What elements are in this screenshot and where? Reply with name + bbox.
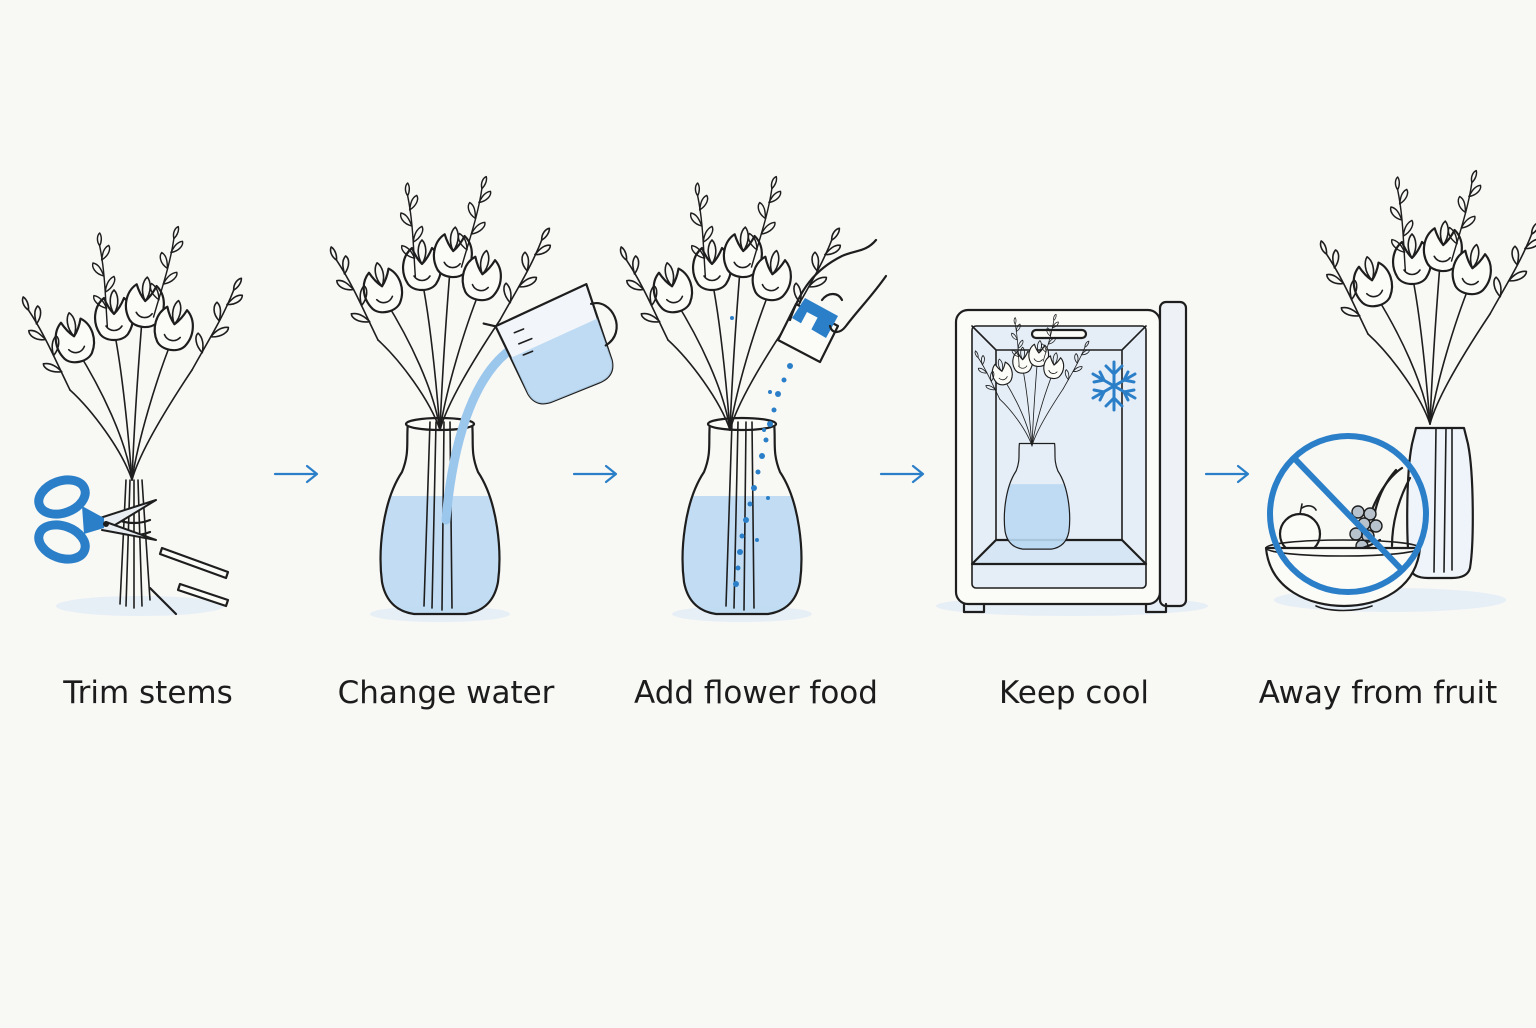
arrow-right-icon xyxy=(879,464,925,484)
step-change-water-illustration xyxy=(317,174,618,622)
flower-food-packet-icon xyxy=(776,238,888,364)
step-label-keep-cool: Keep cool xyxy=(998,675,1150,711)
step-label-change-water: Change water xyxy=(337,675,555,711)
scissors-icon xyxy=(34,475,157,564)
arrow-right-icon xyxy=(273,464,319,484)
step-trim-stems-illustration xyxy=(9,224,250,616)
step-label-away-from-fruit: Away from fruit xyxy=(1258,675,1498,711)
snowflake-icon xyxy=(1091,360,1137,412)
arrow-right-icon xyxy=(1204,464,1250,484)
step-label-trim-stems: Trim stems xyxy=(63,675,233,711)
step-add-flower-food-illustration xyxy=(607,174,888,622)
pitcher-icon xyxy=(482,283,618,405)
step-label-add-flower-food: Add flower food xyxy=(634,675,878,711)
arrow-right-icon xyxy=(572,464,618,484)
step-away-from-fruit-illustration xyxy=(1264,168,1536,612)
step-keep-cool-illustration xyxy=(936,300,1208,616)
no-fruit-icon xyxy=(1267,433,1429,595)
